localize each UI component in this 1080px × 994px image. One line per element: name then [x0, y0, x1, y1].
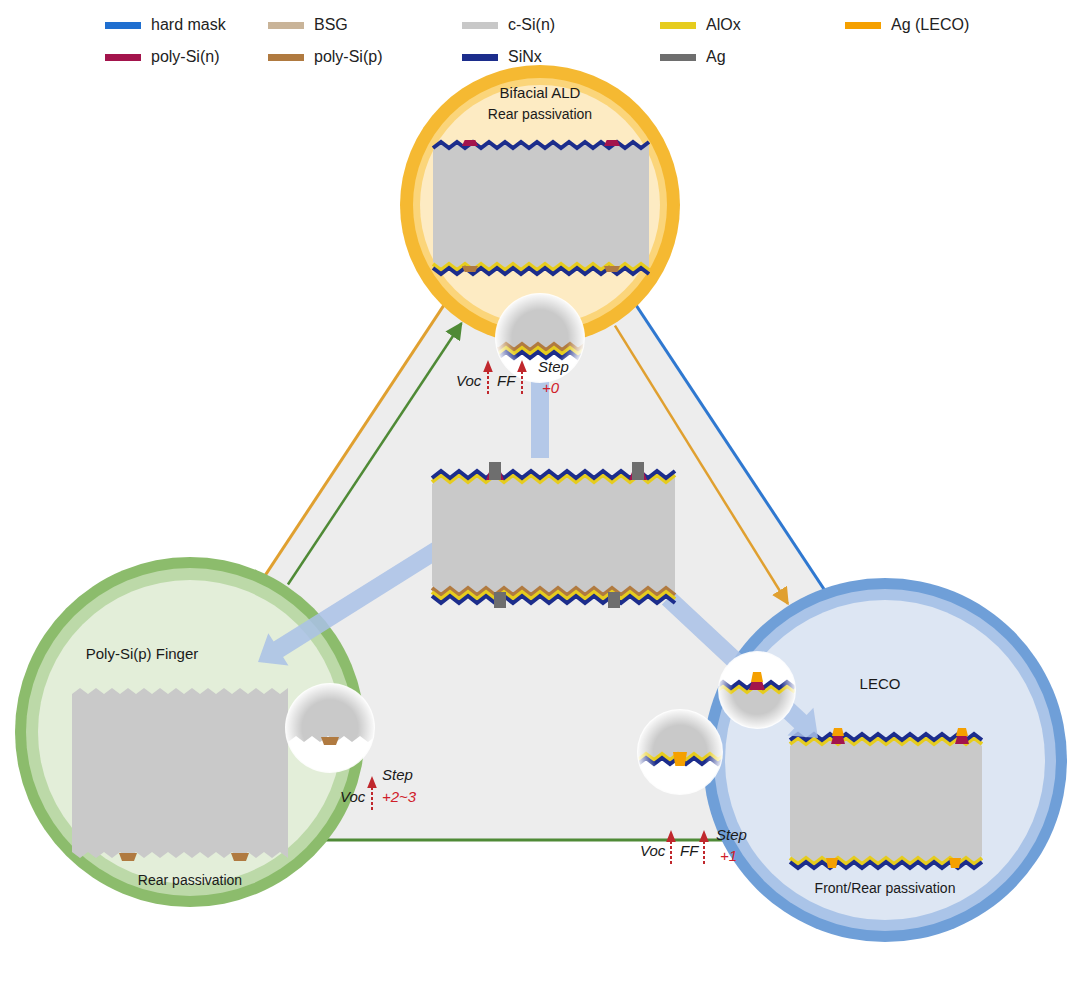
ag-contact — [632, 462, 644, 480]
poly-si-p-finger — [604, 266, 620, 272]
legend-text: hard mask — [151, 16, 226, 34]
legend-swatch — [462, 54, 498, 61]
increase-arrow — [670, 836, 672, 864]
poly-si-n-finger — [604, 140, 620, 146]
increase-arrow — [521, 366, 523, 394]
legend-text: c-Si(n) — [508, 16, 555, 34]
legend-text: Ag — [706, 48, 726, 66]
ag-leco-contact — [956, 728, 968, 736]
legend-text: BSG — [314, 16, 348, 34]
stage-subtitle: Rear passivation — [488, 106, 592, 122]
metric-label: Step — [382, 766, 413, 783]
film-layer — [790, 734, 982, 740]
step-count: +1 — [720, 847, 737, 864]
inset-ground — [638, 710, 722, 794]
circle-ring — [703, 578, 1067, 942]
inset-fade — [495, 293, 585, 383]
legend-swatch — [268, 54, 304, 61]
inset-ground — [286, 684, 374, 772]
silicon-wafer — [72, 688, 288, 858]
ag-contact — [608, 592, 620, 608]
metric-label: Voc — [640, 842, 665, 859]
flow-connector — [288, 323, 462, 584]
increase-arrow — [703, 836, 705, 864]
legend-text: AlOx — [706, 16, 741, 34]
stage-subtitle: Rear passivation — [138, 872, 242, 888]
step-count: +2~3 — [382, 788, 416, 805]
film-layer — [432, 596, 675, 603]
inset-ground — [719, 652, 795, 728]
legend-swatch — [268, 22, 304, 29]
legend-text: Ag (LECO) — [891, 16, 969, 34]
increase-arrow — [487, 366, 489, 394]
flow-connector — [615, 326, 788, 604]
silicon-wafer — [433, 144, 649, 268]
poly-si-n-finger — [462, 140, 478, 146]
legend-swatch — [105, 54, 141, 61]
inset-fade — [285, 683, 375, 773]
legend-swatch — [845, 22, 881, 29]
metric-label: Voc — [340, 788, 365, 805]
inset-fade — [637, 709, 723, 795]
poly-si-p-finger — [231, 853, 249, 861]
silicon-wafer — [790, 740, 982, 862]
stage-title: Bifacial ALD — [500, 84, 581, 101]
inset-ground — [496, 294, 584, 382]
silicon-wafer — [432, 477, 675, 593]
circle-ring — [725, 600, 1045, 920]
circle-ring — [420, 85, 660, 325]
ag-leco-contact — [949, 858, 961, 868]
ag-contact — [494, 592, 506, 608]
stage-title: LECO — [860, 675, 901, 692]
process-arrow — [258, 540, 445, 665]
increase-arrow — [371, 782, 373, 810]
legend-text: poly-Si(p) — [314, 48, 382, 66]
inset-fade — [718, 651, 796, 729]
legend-text: SiNx — [508, 48, 542, 66]
poly-si-p-finger — [119, 853, 137, 861]
metric-label: Step — [716, 826, 747, 843]
legend-swatch — [462, 22, 498, 29]
stage-title: Poly-Si(p) Finger — [86, 645, 199, 662]
metric-label: FF — [497, 372, 515, 389]
legend-swatch — [660, 22, 696, 29]
metric-label: FF — [680, 842, 698, 859]
circle-ring — [714, 589, 1056, 931]
poly-si-p-finger — [462, 266, 478, 272]
metric-label: Voc — [456, 372, 481, 389]
legend-text: poly-Si(n) — [151, 48, 219, 66]
stage-subtitle: Front/Rear passivation — [815, 880, 956, 896]
legend-swatch — [660, 54, 696, 61]
metric-label: Step — [538, 358, 569, 375]
ag-leco-contact — [826, 858, 838, 868]
ag-leco-contact — [832, 728, 844, 736]
ag-contact — [489, 462, 501, 480]
legend-swatch — [105, 22, 141, 29]
poly-si-n-finger — [955, 736, 969, 744]
step-count: +0 — [542, 379, 559, 396]
poly-si-n-finger — [831, 736, 845, 744]
